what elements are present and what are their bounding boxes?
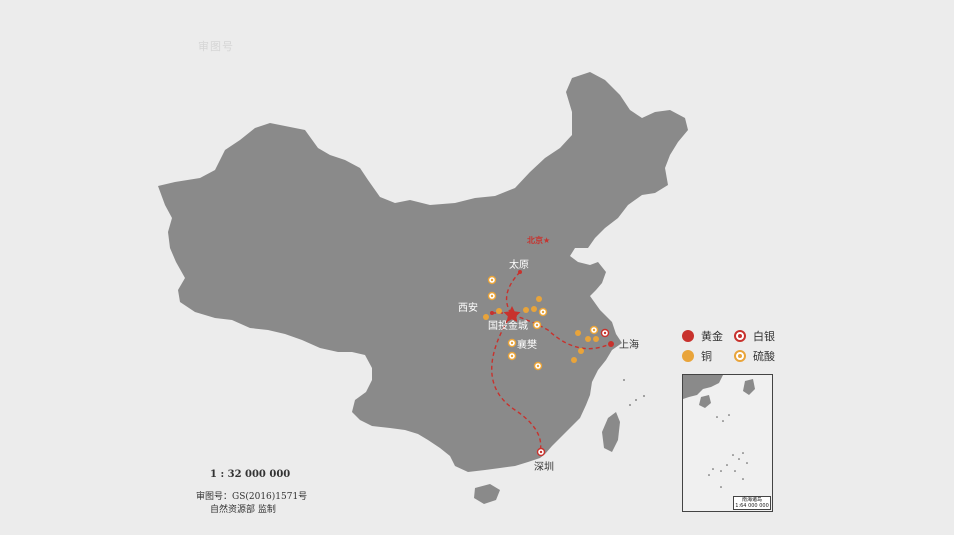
copper-dot xyxy=(593,336,599,342)
silver-marker-center xyxy=(603,331,607,335)
legend-item-copper: 铜 xyxy=(682,348,734,364)
sulfuric-marker-center xyxy=(490,294,494,298)
city-label-hq: 国投金城 xyxy=(488,319,528,332)
silver-marker-center xyxy=(539,450,543,454)
legend-label-copper: 铜 xyxy=(701,350,712,363)
copper-dot xyxy=(585,336,591,342)
islet xyxy=(629,404,631,406)
copper-dot xyxy=(531,306,537,312)
islet xyxy=(635,399,637,401)
islet xyxy=(720,470,722,472)
islet xyxy=(746,462,748,464)
sulfuric-marker-center xyxy=(541,310,545,314)
inset-map xyxy=(683,375,755,488)
capital-label: 北京★ xyxy=(527,235,550,245)
copper-dot xyxy=(571,357,577,363)
islet xyxy=(712,468,714,470)
copper-dot xyxy=(483,314,489,320)
gold-dot xyxy=(518,270,522,274)
city-label-taiyuan: 太原 xyxy=(509,258,529,271)
islet xyxy=(742,452,744,454)
legend-item-silver: 白银 xyxy=(734,328,786,344)
islet xyxy=(728,414,730,416)
copper-dot-icon xyxy=(682,350,694,362)
sulfuric-ring-icon xyxy=(734,350,746,362)
legend-label-silver: 白银 xyxy=(753,330,775,343)
gold-dot xyxy=(490,311,494,315)
islet xyxy=(732,454,734,456)
copper-sites xyxy=(483,296,599,363)
route-line xyxy=(491,312,542,453)
legend-row: 铜 硫酸 xyxy=(682,346,792,366)
watermark-text: 审图号 xyxy=(198,40,234,53)
sulfuric-marker-center xyxy=(490,278,494,282)
islet xyxy=(643,395,645,397)
legend-row: 黄金 白银 xyxy=(682,326,792,346)
islet xyxy=(708,474,710,476)
sulfuric-marker-center xyxy=(510,354,514,358)
map-approval: 审图号：GS(2016)1571号 自然资源部 监制 xyxy=(196,491,307,517)
islet xyxy=(738,458,740,460)
islet xyxy=(722,420,724,422)
sulfuric-sites xyxy=(487,275,599,371)
legend-label-sulfuric: 硫酸 xyxy=(753,350,775,363)
inset-island xyxy=(699,395,711,408)
taiwan-island xyxy=(602,412,620,452)
copper-dot xyxy=(523,307,529,313)
islet xyxy=(716,416,718,418)
city-label-shanghai: 上海 xyxy=(619,338,639,351)
gold-sites xyxy=(490,270,614,347)
inset-coastline xyxy=(683,375,723,399)
legend-item-sulfuric: 硫酸 xyxy=(734,348,786,364)
silver-ring-icon xyxy=(734,330,746,342)
copper-dot xyxy=(496,308,502,314)
legend: 黄金 白银 铜 硫酸 xyxy=(682,326,792,366)
city-label-xiangfan: 襄樊 xyxy=(517,338,537,351)
sulfuric-marker-center xyxy=(536,364,540,368)
copper-dot xyxy=(575,330,581,336)
hq-star-icon xyxy=(503,306,521,322)
south-china-sea-inset: 南海诸岛 1:64 000 000 xyxy=(682,374,773,512)
islet xyxy=(742,478,744,480)
gold-dot xyxy=(608,341,614,347)
coastal-islets xyxy=(623,379,645,406)
inset-label: 南海诸岛 1:64 000 000 xyxy=(733,496,771,510)
gold-dot-icon xyxy=(682,330,694,342)
sulfuric-marker-center xyxy=(535,323,539,327)
islet xyxy=(623,379,625,381)
islet xyxy=(734,470,736,472)
legend-item-gold: 黄金 xyxy=(682,328,734,344)
inset-islets xyxy=(708,414,748,488)
map-scale: 1 : 32 000 000 xyxy=(210,469,291,480)
islet xyxy=(720,486,722,488)
copper-dot xyxy=(578,348,584,354)
inset-title: 南海诸岛 xyxy=(741,497,762,503)
inset-island xyxy=(743,379,755,395)
approval-number: 审图号：GS(2016)1571号 xyxy=(196,492,308,502)
sulfuric-marker-center xyxy=(592,328,596,332)
sulfuric-marker-center xyxy=(510,341,514,345)
china-landmass xyxy=(158,72,688,472)
hainan-island xyxy=(474,484,500,504)
inset-scale: 1:64 000 000 xyxy=(735,503,769,509)
city-label-xian: 西安 xyxy=(458,301,478,314)
approval-issuer: 自然资源部 监制 xyxy=(210,505,276,515)
legend-label-gold: 黄金 xyxy=(701,330,723,343)
islet xyxy=(726,464,728,466)
copper-dot xyxy=(536,296,542,302)
city-label-shenzhen: 深圳 xyxy=(534,461,554,473)
